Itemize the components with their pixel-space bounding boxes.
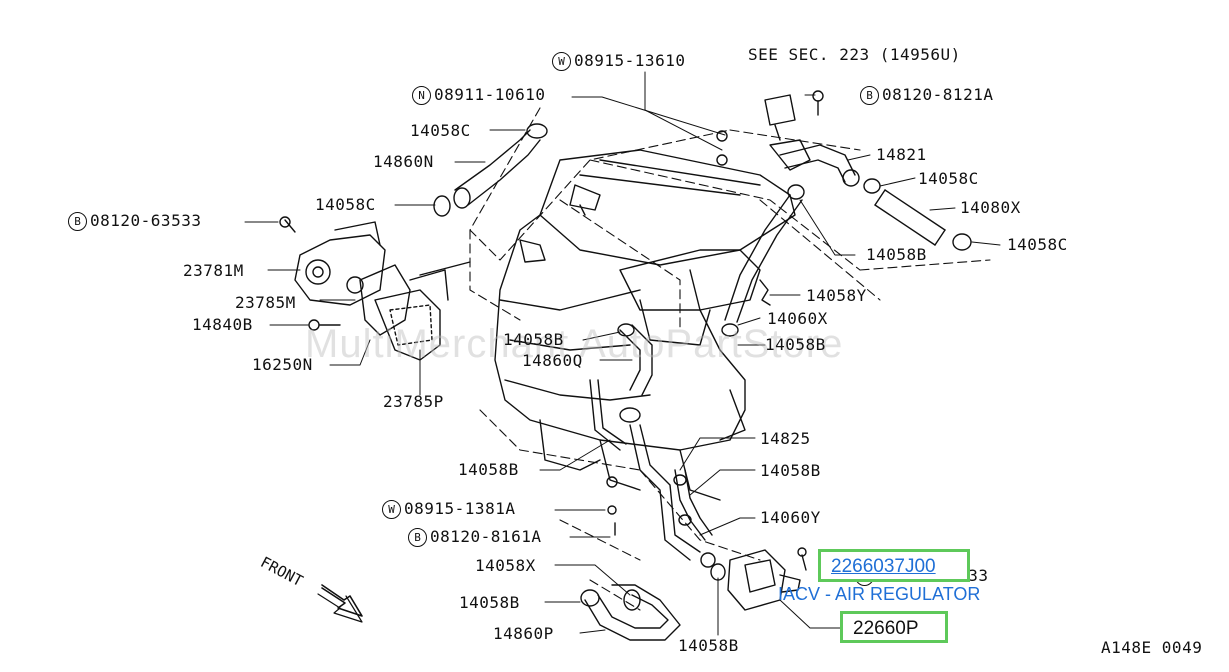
- label-14825: 14825: [760, 429, 811, 448]
- label-see-section: SEE SEC. 223 (14956U): [748, 45, 961, 64]
- label-14080X: 14080X: [960, 198, 1021, 217]
- label-23785P: 23785P: [383, 392, 444, 411]
- label-14058B-lower-right: 14058B: [760, 461, 821, 480]
- washer-circle-icon: W: [552, 52, 571, 71]
- label-23781M: 23781M: [183, 261, 244, 280]
- nut-circle-icon: N: [412, 86, 431, 105]
- label-14058B-upper: 14058B: [866, 245, 927, 264]
- label-14058C-right: 14058C: [918, 169, 979, 188]
- bolt-circle-icon: B: [68, 212, 87, 231]
- label-16250N: 16250N: [252, 355, 313, 374]
- label-14058Y: 14058Y: [806, 286, 867, 305]
- washer-circle-icon: W: [382, 500, 401, 519]
- label-14060Y: 14060Y: [760, 508, 821, 527]
- label-14060X: 14060X: [767, 309, 828, 328]
- label-14058B-lower-left: 14058B: [458, 460, 519, 479]
- label-14058C-left: 14058C: [315, 195, 376, 214]
- bolt-circle-icon: B: [860, 86, 879, 105]
- air-regulator-note: IACV - AIR REGULATOR: [778, 584, 981, 604]
- watermark: MultiMerchant AutoPartStore: [305, 322, 844, 366]
- label-14058B-mid-right: 14058B: [765, 335, 826, 354]
- label-14840B: 14840B: [192, 315, 253, 334]
- bolt-circle-icon: B: [408, 528, 427, 547]
- label-14860Q: 14860Q: [522, 351, 583, 370]
- label-14058B-bottom-left: 14058B: [459, 593, 520, 612]
- label-14058B-center: 14058B: [503, 330, 564, 349]
- label-14860N: 14860N: [373, 152, 434, 171]
- label-14058C-top: 14058C: [410, 121, 471, 140]
- label-14058B-bottom: 14058B: [678, 636, 739, 655]
- label-14058X: 14058X: [475, 556, 536, 575]
- label-23785M: 23785M: [235, 293, 296, 312]
- reference-code: A148E 0049: [1101, 638, 1203, 657]
- part-number-link-2266037J00[interactable]: 2266037J00: [818, 549, 970, 582]
- label-14860P: 14860P: [493, 624, 554, 643]
- part-22660P-box[interactable]: 22660P: [840, 611, 948, 643]
- label-14821: 14821: [876, 145, 927, 164]
- label-14058C-far-right: 14058C: [1007, 235, 1068, 254]
